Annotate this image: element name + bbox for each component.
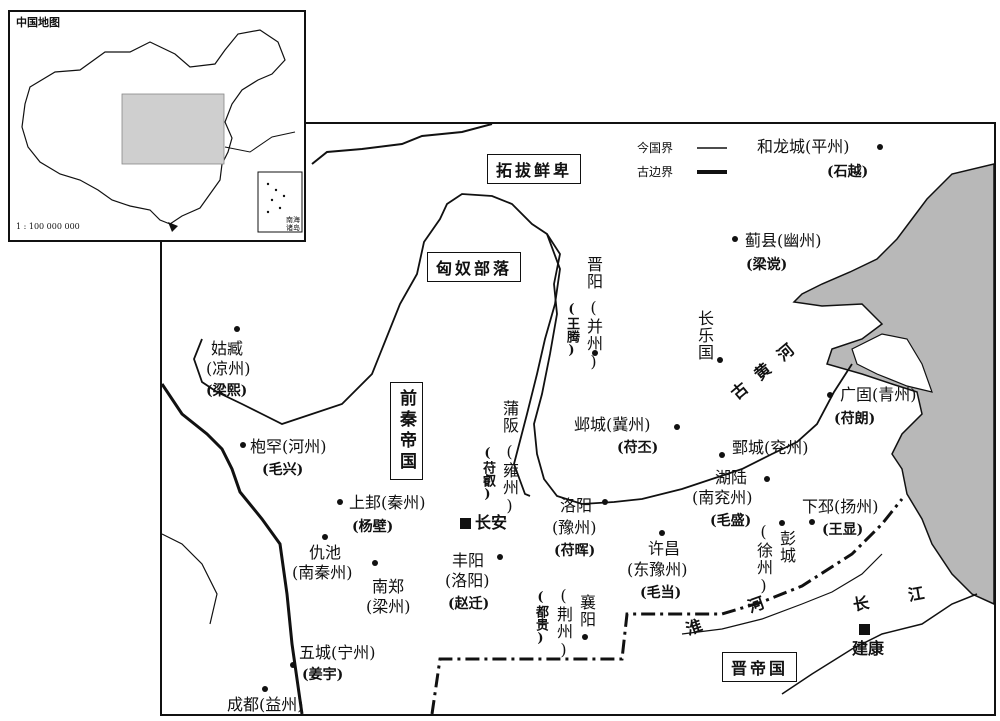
city-luoyang: 洛阳 [560, 496, 593, 515]
city-helong: 和龙城(平州) [757, 137, 850, 156]
inset-title: 中国地图 [16, 16, 60, 29]
city-dot [877, 144, 883, 150]
region-qianqin: 前秦帝国 [390, 382, 423, 480]
city-pengcheng: 彭城 [777, 530, 796, 564]
city-dot [372, 560, 378, 566]
legend-modern-border: 今国界 [637, 141, 674, 155]
prov-puban: (雍州) [500, 442, 519, 516]
gov-puban: (苻叡) [480, 446, 495, 502]
city-dot [659, 530, 665, 536]
prov-xuchang: (东豫州) [627, 560, 688, 579]
city-xiangyang: 襄阳 [577, 594, 596, 628]
prov-luoyang: (豫州) [552, 518, 597, 537]
city-gucang: 姑臧 [211, 339, 244, 358]
city-xuchang: 许昌 [648, 539, 681, 558]
city-guangu: 广固(青州) [840, 385, 917, 404]
city-shanggui: 上邽(秦州) [349, 493, 426, 512]
gov-jixian: (梁谠) [746, 257, 788, 273]
gov-xuchang: (毛当) [640, 585, 682, 601]
prov-nanzheng: (梁州) [366, 597, 411, 616]
gov-gucang: (梁熙) [206, 383, 248, 399]
gov-helong: (石越) [827, 164, 869, 180]
gov-luoyang: (苻晖) [554, 543, 596, 559]
city-dot [719, 452, 725, 458]
city-dot [717, 357, 723, 363]
capital-marker [460, 518, 471, 529]
city-dot [827, 392, 833, 398]
city-dot [234, 326, 240, 332]
gov-shanggui: (杨壁) [352, 519, 394, 535]
city-dot [337, 499, 343, 505]
south-china-sea-islands-label: 南海诸岛 [286, 216, 300, 232]
map-drawing [162, 124, 994, 714]
region-jin: 晋帝国 [722, 652, 798, 682]
city-dot [674, 424, 680, 430]
gov-baohan: (毛兴) [262, 462, 304, 478]
city-jinyang: 晋阳 [584, 256, 603, 290]
prov-jinyang: (并州) [584, 298, 603, 372]
city-dot [497, 554, 503, 560]
legend-ancient-border: 古边界 [637, 165, 674, 179]
city-dot [592, 350, 598, 356]
city-wucheng: 五城(宁州) [299, 643, 376, 662]
city-dot [582, 634, 588, 640]
city-qiuchi: 仇池 [309, 543, 342, 562]
region-tuoba: 拓拔鲜卑 [487, 154, 582, 184]
city-changan: 长安 [475, 513, 508, 532]
gov-wucheng: (姜宇) [302, 667, 344, 683]
prov-hulu: (南兖州) [692, 488, 753, 507]
gov-xiangyang: (都贵) [533, 590, 548, 646]
inset-scale: 1 : 100 000 000 [16, 222, 80, 231]
gov-guangu: (苻朗) [834, 411, 876, 427]
gov-yecheng: (苻丕) [617, 440, 659, 456]
city-baohan: 枹罕(河州) [250, 437, 327, 456]
gov-xiapi: (王显) [822, 522, 864, 538]
prov-pengcheng: (徐州) [754, 522, 773, 596]
city-jiankang: 建康 [852, 639, 885, 658]
city-dot [732, 236, 738, 242]
city-juancheng: 鄄城(兖州) [732, 438, 809, 457]
city-puban: 蒲阪 [500, 400, 519, 434]
gov-fengyang: (赵迁) [448, 596, 490, 612]
inset-china-map: 中国地图 1 : 100 000 000 南海诸岛 [8, 10, 306, 242]
city-dot [290, 662, 296, 668]
city-jixian: 蓟县(幽州) [745, 231, 822, 250]
city-changle: 长乐国 [695, 310, 714, 361]
city-fengyang: 丰阳 [452, 551, 485, 570]
city-dot [779, 520, 785, 526]
region-xiongnu: 匈奴部落 [427, 252, 522, 282]
city-chengdu: 成都(益州) [227, 695, 304, 714]
city-dot [240, 442, 246, 448]
city-dot [262, 686, 268, 692]
gov-jinyang: (王腾) [564, 302, 579, 358]
city-xiapi: 下邳(扬州) [802, 497, 879, 516]
prov-fengyang: (洛阳) [445, 571, 490, 590]
city-dot [322, 534, 328, 540]
inset-map-drawing [21, 29, 303, 233]
city-dot [764, 476, 770, 482]
city-hulu: 湖陆 [715, 468, 748, 487]
city-nanzheng: 南郑 [372, 577, 405, 596]
prov-gucang: (凉州) [206, 359, 251, 378]
city-yecheng: 邺城(冀州) [574, 415, 651, 434]
prov-xiangyang: (荆州) [554, 586, 573, 660]
gov-hulu: (毛盛) [710, 513, 752, 529]
capital-marker [859, 624, 870, 635]
prov-qiuchi: (南秦州) [292, 563, 353, 582]
city-dot [602, 499, 608, 505]
city-dot [809, 519, 815, 525]
